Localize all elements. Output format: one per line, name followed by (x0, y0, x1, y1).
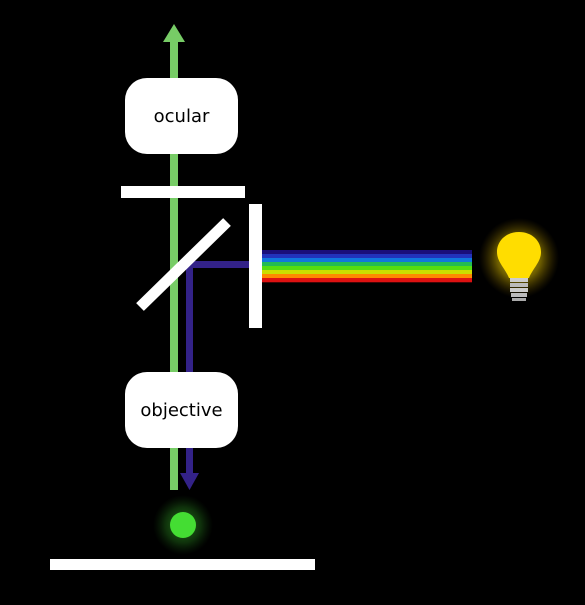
excitation-light-path (180, 261, 252, 490)
ocular-label: ocular (153, 105, 210, 127)
spectrum-band (262, 258, 472, 263)
ocular-lens: ocular (125, 78, 238, 154)
excitation-beam-vertical (186, 261, 193, 476)
bulb-base (510, 278, 528, 301)
spectrum-band (262, 262, 472, 267)
spectrum-band (262, 250, 472, 255)
excitation-beam-horizontal (186, 261, 252, 268)
spectrum-band (262, 278, 472, 283)
spectrum-band (262, 270, 472, 275)
spectrum-band (262, 254, 472, 259)
specimen-stage (50, 559, 315, 570)
emission-arrow-head-icon (163, 24, 185, 42)
emission-beam (170, 40, 178, 490)
white-light-spectrum-beam (262, 250, 472, 283)
specimen-dot (170, 512, 196, 538)
fluorescent-specimen (153, 495, 213, 555)
spectrum-band (262, 266, 472, 271)
bulb-glass (497, 232, 541, 278)
light-bulb-icon (479, 218, 559, 301)
spectrum-band (262, 274, 472, 279)
objective-lens: objective (125, 372, 238, 448)
excitation-arrow-head-icon (180, 473, 199, 490)
dichroic-mirror (136, 218, 231, 311)
emission-light-path (163, 24, 185, 490)
excitation-filter (249, 204, 262, 328)
emission-filter (121, 186, 245, 198)
objective-label: objective (140, 399, 223, 421)
